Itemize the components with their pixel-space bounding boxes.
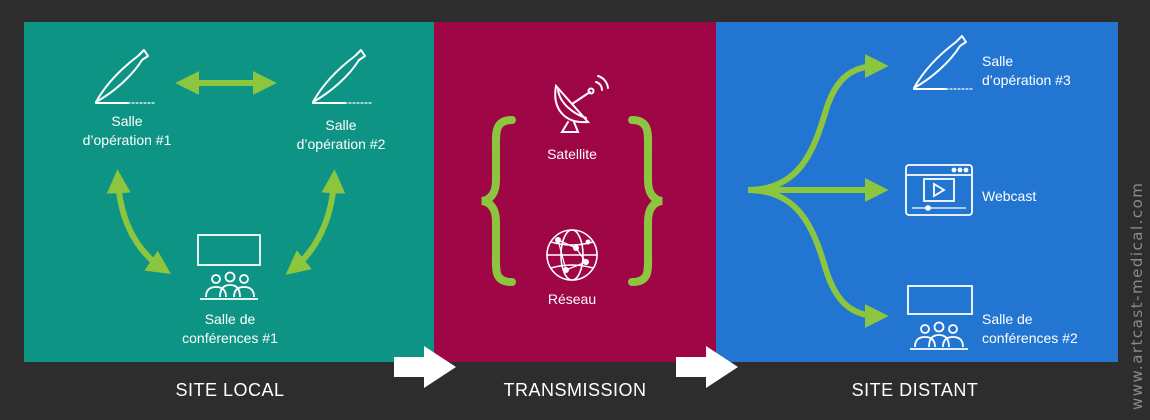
webcast-label: Webcast [982,188,1037,204]
flow-arrow-icon [394,346,456,388]
satellite-label: Satellite [547,146,597,162]
section-title-local: SITE LOCAL [175,380,285,400]
double-arrow-or2-conference [285,169,346,275]
webcast-player-icon [905,164,973,216]
branch-arrow-conference [747,187,889,328]
globe-network-icon [546,229,598,281]
scalpel-icon [95,49,155,104]
transmission-panel [434,22,716,362]
double-arrow-or1-conference [106,169,171,274]
watermark-url: www.artcast-medical.com [1128,181,1146,410]
scalpel-icon [913,35,973,90]
satellite-dish-icon [554,75,609,133]
left-brace [481,116,516,286]
conference-room-icon [197,234,261,300]
flow-arrow-icon [676,346,738,388]
scalpel-icon [312,49,372,104]
network-label: Réseau [547,291,597,307]
conference-room-icon [907,285,973,350]
right-brace [628,116,663,286]
section-title-distant: SITE DISTANT [851,380,979,400]
section-title-transmission: TRANSMISSION [503,380,647,400]
branch-arrow-or3 [747,54,889,193]
